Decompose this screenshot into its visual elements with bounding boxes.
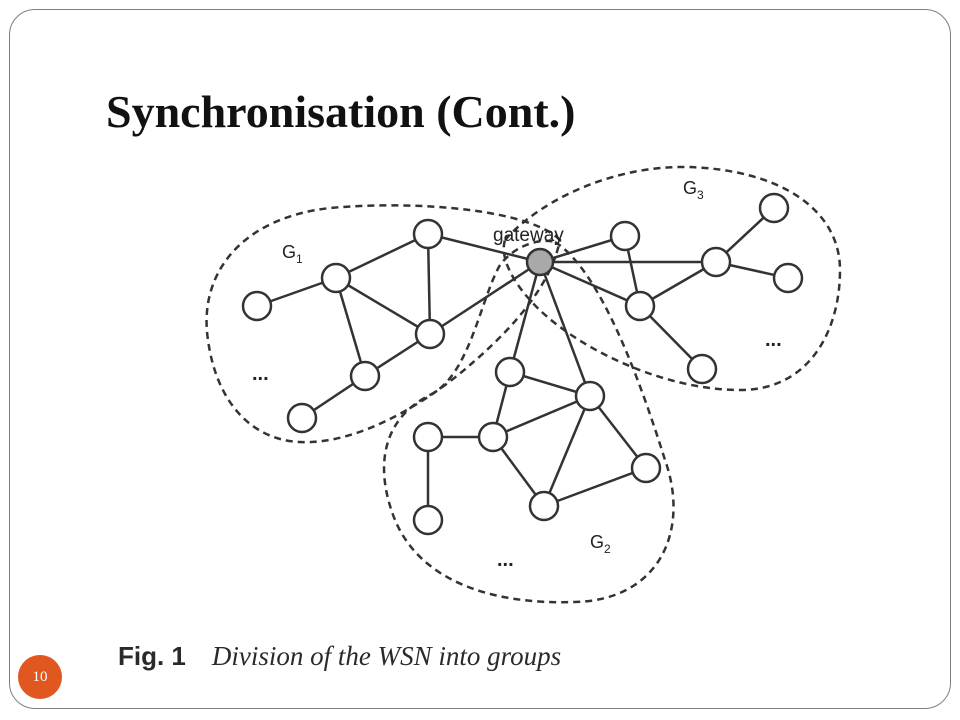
edge xyxy=(543,466,647,508)
node xyxy=(630,452,662,484)
edge xyxy=(508,261,542,373)
edge xyxy=(427,232,541,264)
edge xyxy=(429,260,541,336)
gateway-node xyxy=(525,247,555,277)
node xyxy=(412,421,444,453)
node xyxy=(609,220,641,252)
node xyxy=(320,262,352,294)
edge xyxy=(426,233,432,335)
group-1-boundary xyxy=(205,204,562,444)
node xyxy=(574,380,606,412)
node xyxy=(477,421,509,453)
node xyxy=(528,490,560,522)
slide-title: Synchronisation (Cont.) xyxy=(106,86,576,137)
page-number-badge: 10 xyxy=(18,655,62,699)
group-3-boundary xyxy=(502,165,842,392)
edge xyxy=(538,261,592,397)
figure-caption: Fig. 1 Division of the WSN into groups xyxy=(118,636,561,676)
edge xyxy=(334,277,367,377)
node xyxy=(241,290,273,322)
group-2-label: G2 xyxy=(590,532,611,556)
node xyxy=(286,402,318,434)
group-3-label: G3 xyxy=(683,178,704,202)
node xyxy=(349,360,381,392)
node xyxy=(412,504,444,536)
group-2-boundary xyxy=(382,239,675,604)
node xyxy=(772,262,804,294)
node xyxy=(758,192,790,224)
edge xyxy=(542,395,592,507)
edge xyxy=(539,260,641,308)
node xyxy=(414,318,446,350)
node xyxy=(624,290,656,322)
figure-label: Fig. 1 xyxy=(118,641,186,671)
edge xyxy=(492,394,591,439)
gateway-label: gateway xyxy=(493,225,564,246)
group-3-ellipsis: ... xyxy=(765,329,782,351)
node xyxy=(700,246,732,278)
edge xyxy=(335,232,429,280)
figure-caption-text: Division of the WSN into groups xyxy=(211,641,562,671)
node xyxy=(686,353,718,385)
group-1-label: G1 xyxy=(282,242,303,266)
node xyxy=(412,218,444,250)
group-2-ellipsis: ... xyxy=(497,549,514,571)
edge xyxy=(335,276,431,336)
group-1-ellipsis: ... xyxy=(252,363,269,385)
node xyxy=(494,356,526,388)
